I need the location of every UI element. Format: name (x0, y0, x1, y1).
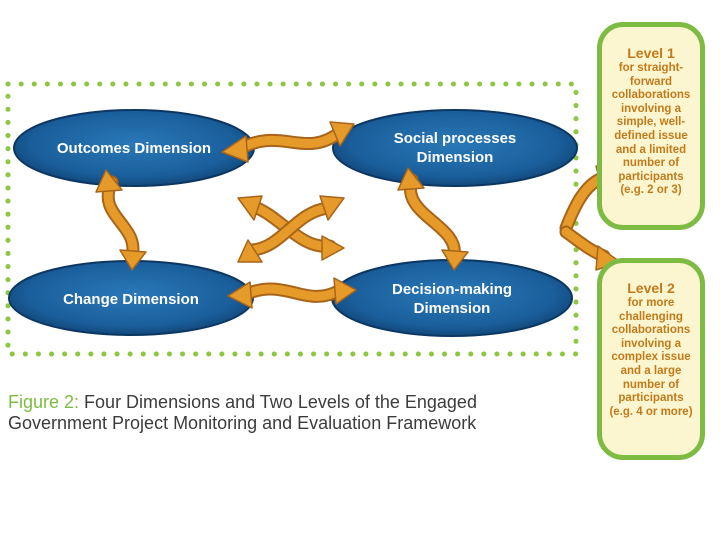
level-2-line: participants (618, 392, 684, 405)
decision-label: Decision-making Dimension (352, 280, 552, 318)
left-vertical-arrow (95, 169, 147, 271)
outcomes-label-line1: Outcomes Dimension (56, 140, 212, 157)
level-2-line: collaborations (611, 324, 691, 337)
level-1-line: simple, well- (616, 116, 686, 129)
level-2-line: complex issue (611, 351, 691, 364)
figure-number: Figure 2: (8, 392, 80, 412)
level-1-line: forward (629, 75, 673, 88)
center-cross-arrows (237, 195, 345, 263)
decision-label-line1: Decision-making (391, 281, 513, 298)
level-1-line: for straight- (618, 62, 684, 74)
level-2-line: number of (622, 378, 680, 391)
caption-line-1: Figure 2: Four Dimensions and Two Levels… (8, 392, 568, 413)
change-label-line1: Change Dimension (63, 291, 199, 308)
social-label-line1: Social processes (393, 130, 517, 147)
level-2-line: for more (627, 297, 675, 309)
level-1-line: participants (618, 170, 684, 183)
level-2-description: for more challenging collaborations invo… (602, 297, 700, 419)
bottom-double-arrow (227, 277, 357, 309)
level-1-line: defined issue (614, 129, 688, 142)
decision-label-line2: Dimension (413, 300, 491, 317)
top-double-arrow (221, 121, 355, 163)
level-2-box: Level 2 for more challenging collaborati… (597, 258, 705, 460)
level-1-description: for straight- forward collaborations inv… (602, 62, 700, 198)
level-2-title: Level 2 (627, 280, 675, 296)
outcomes-label: Outcomes Dimension (34, 139, 234, 158)
caption-line-2: Government Project Monitoring and Evalua… (8, 413, 477, 433)
level-1-line: (e.g. 2 or 3) (620, 184, 682, 197)
level-1-line: involving a (620, 102, 682, 115)
level-1-line: number of (622, 157, 680, 170)
level-1-title: Level 1 (627, 45, 675, 61)
change-label: Change Dimension (31, 290, 231, 309)
social-label: Social processes Dimension (355, 129, 555, 167)
social-ellipse (332, 109, 578, 187)
level-1-box: Level 1 for straight- forward collaborat… (597, 22, 705, 230)
level-2-line: challenging (619, 310, 683, 323)
level-1-line: collaborations (611, 89, 691, 102)
level-2-line: involving a (620, 337, 682, 350)
figure-caption: Figure 2: Four Dimensions and Two Levels… (8, 392, 568, 434)
social-label-line2: Dimension (416, 149, 494, 166)
caption-text-1: Four Dimensions and Two Levels of the En… (79, 392, 477, 412)
level-2-line: (e.g. 4 or more) (609, 405, 693, 418)
level-2-line: and a large (620, 364, 682, 377)
right-vertical-arrow (397, 167, 469, 271)
level-1-line: and a limited (615, 143, 687, 156)
